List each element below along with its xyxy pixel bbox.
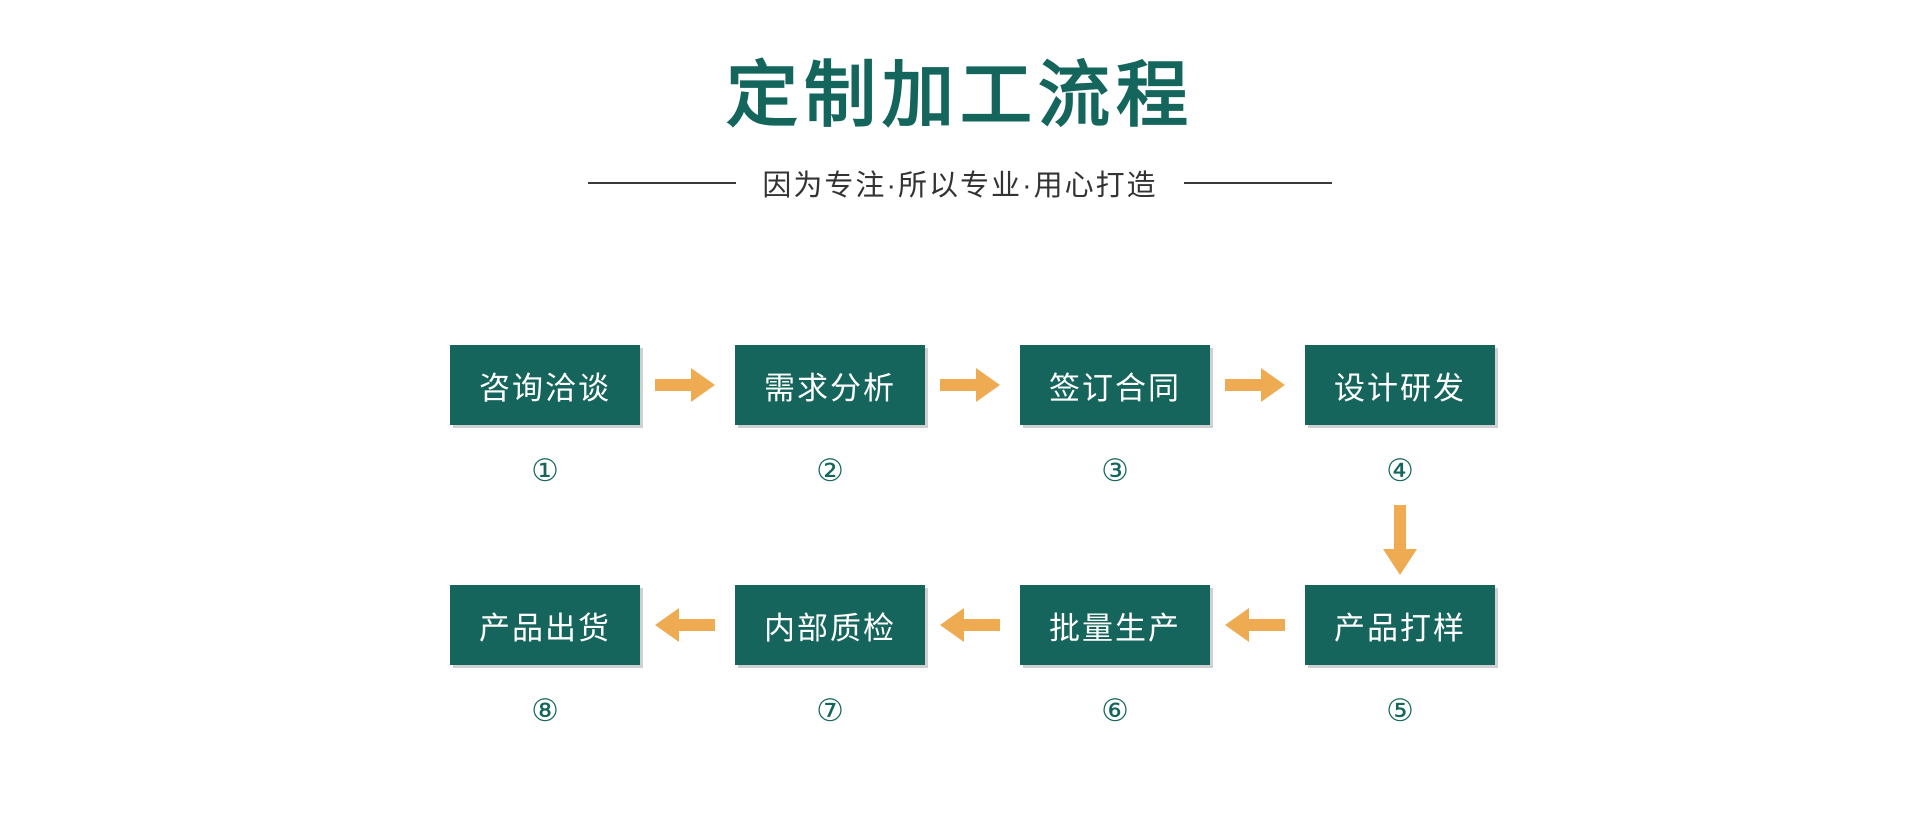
flow-node-4[interactable]: 设计研发: [1305, 345, 1495, 425]
arrow-right-icon: [940, 368, 1000, 402]
flow-node-3[interactable]: 签订合同: [1020, 345, 1210, 425]
step-number-8: ⑧: [531, 692, 559, 728]
flow-node-3-label: 签订合同: [1049, 370, 1181, 406]
flow-node-4-label: 设计研发: [1334, 370, 1466, 406]
arrow-right-icon: [655, 368, 715, 402]
arrow-right-icon: [1225, 368, 1285, 402]
subtitle-rule-left: [588, 182, 737, 184]
flow-node-5[interactable]: 产品打样: [1305, 585, 1495, 665]
step-number-3: ③: [1101, 452, 1129, 488]
page-subtitle: 因为专注·所以专业·用心打造: [762, 170, 1158, 202]
page-title: 定制加工流程: [725, 56, 1194, 136]
arrow-left-icon: [655, 608, 715, 642]
flow-node-1[interactable]: 咨询洽谈: [450, 345, 640, 425]
flow-node-8[interactable]: 产品出货: [450, 585, 640, 665]
flow-node-7-label: 内部质检: [764, 610, 896, 646]
step-number-6: ⑥: [1101, 692, 1129, 728]
subtitle-row: 因为专注·所以专业·用心打造: [0, 162, 1920, 204]
flow-node-6-label: 批量生产: [1049, 610, 1181, 646]
flow-node-2-label: 需求分析: [764, 370, 896, 406]
step-number-4: ④: [1386, 452, 1414, 488]
flow-node-7[interactable]: 内部质检: [735, 585, 925, 665]
step-number-2: ②: [816, 452, 844, 488]
flow-node-5-label: 产品打样: [1334, 610, 1466, 646]
flow-node-8-label: 产品出货: [479, 610, 611, 646]
flow-node-2[interactable]: 需求分析: [735, 345, 925, 425]
step-number-1: ①: [531, 452, 559, 488]
step-number-5: ⑤: [1386, 692, 1414, 728]
arrow-down-icon: [1383, 505, 1417, 575]
subtitle-rule-right: [1183, 182, 1332, 184]
flow-node-6[interactable]: 批量生产: [1020, 585, 1210, 665]
flow-node-1-label: 咨询洽谈: [479, 370, 611, 406]
arrow-left-icon: [1225, 608, 1285, 642]
step-number-7: ⑦: [816, 692, 844, 728]
page-header: 定制加工流程 因为专注·所以专业·用心打造: [0, 60, 1920, 204]
arrow-left-icon: [940, 608, 1000, 642]
